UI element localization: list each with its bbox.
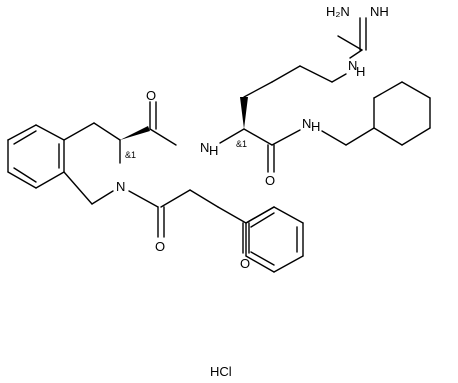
phenylbutanoyl-chain <box>128 189 275 254</box>
benzo-ring <box>7 124 65 189</box>
cyclohexylmethyl-group <box>321 81 431 146</box>
guanidine-n-label: N <box>348 58 357 73</box>
imine-label: NH <box>370 4 389 19</box>
stereo-descriptor-calpha: &1 <box>236 139 247 149</box>
ketone-oxygen: O <box>240 256 250 271</box>
acyl-oxygen: O <box>155 239 165 254</box>
amide-nitrogen-1: N <box>200 140 209 155</box>
phenyl-ring <box>245 206 304 273</box>
ring-nitrogen: N <box>116 179 125 194</box>
salt-label: HCl <box>210 364 232 379</box>
guanidine-h-label: H <box>356 64 365 79</box>
guanidine-group <box>337 17 367 59</box>
c3-carboxamide <box>120 101 177 146</box>
amine-label: H₂N <box>326 4 350 19</box>
amide-hydrogen-2: H <box>311 119 320 134</box>
arginine-backbone <box>219 65 347 173</box>
amide-nitrogen-2: N <box>302 116 311 131</box>
amide-oxygen-1: O <box>146 88 156 103</box>
stereo-descriptor-c3: &1 <box>125 150 136 160</box>
piperidine-ring <box>63 122 121 205</box>
amide-oxygen-2: O <box>265 173 275 188</box>
amide-hydrogen-1: H <box>209 143 218 158</box>
